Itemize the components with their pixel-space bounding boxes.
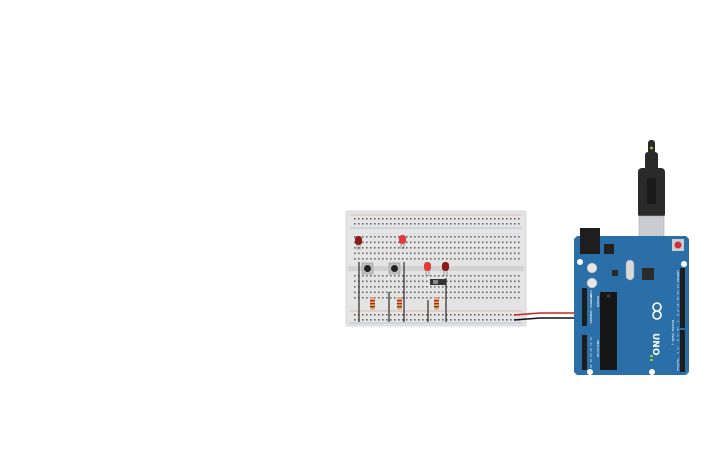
pin-label: ~9 bbox=[676, 308, 680, 312]
arduino-logo-icon bbox=[652, 302, 662, 320]
resistor-1[interactable] bbox=[370, 297, 375, 310]
digital-header-low[interactable] bbox=[680, 330, 685, 372]
pin-label: 4 bbox=[676, 339, 680, 341]
pin-label: 8 bbox=[676, 314, 680, 316]
pin-label: ~13 bbox=[676, 283, 680, 289]
push-button-2[interactable] bbox=[388, 262, 401, 275]
pin-label: GND bbox=[676, 276, 680, 282]
led-1[interactable] bbox=[355, 236, 362, 250]
led-3[interactable] bbox=[424, 262, 431, 276]
usb-cable[interactable] bbox=[638, 140, 665, 251]
push-button-1[interactable] bbox=[361, 262, 374, 275]
arduino-uno-board[interactable]: UNO POWER ANALOG IN DIGITAL (PWM~) IOREF… bbox=[574, 228, 689, 375]
pin-label: GND bbox=[589, 315, 593, 321]
resistor-2[interactable] bbox=[397, 297, 402, 310]
breadboard[interactable] bbox=[345, 210, 527, 327]
pin-label: 2 bbox=[676, 352, 680, 354]
pin-label: GND bbox=[589, 310, 593, 316]
pin-label: IOREF bbox=[589, 290, 593, 298]
pin-label: Vin bbox=[589, 320, 593, 324]
breadboard-holes bbox=[354, 218, 520, 321]
pin-label: TX▸1 bbox=[676, 358, 680, 365]
pin-label: RX◂0 bbox=[676, 365, 680, 372]
led-2[interactable] bbox=[399, 235, 406, 249]
pin-label: A5 bbox=[589, 365, 593, 369]
pin-label: A4 bbox=[589, 359, 593, 363]
pin-label: ~11 bbox=[676, 295, 680, 301]
pin-label: A3 bbox=[589, 354, 593, 358]
pin-label: A0 bbox=[589, 337, 593, 341]
power-header[interactable] bbox=[582, 288, 587, 326]
pin-label: ~5 bbox=[676, 333, 680, 337]
resistor-3[interactable] bbox=[434, 297, 439, 310]
analog-header[interactable] bbox=[582, 335, 587, 370]
pin-label: ~12 bbox=[676, 289, 680, 295]
pin-label: A1 bbox=[589, 343, 593, 347]
jumper-wires bbox=[358, 262, 447, 322]
pin-label: ~6 bbox=[676, 327, 680, 331]
power-wires[interactable] bbox=[513, 312, 580, 321]
led-4[interactable] bbox=[442, 262, 449, 276]
power-group-label: POWER bbox=[596, 296, 600, 307]
board-logo-text: UNO bbox=[650, 333, 660, 356]
digital-header-high[interactable] bbox=[680, 268, 685, 328]
slide-switch[interactable] bbox=[430, 279, 446, 285]
pin-label: ~3 bbox=[676, 346, 680, 350]
pin-label: AREF bbox=[676, 270, 680, 277]
analog-group-label: ANALOG IN bbox=[596, 340, 600, 357]
pin-label: 5V bbox=[589, 305, 593, 309]
pin-label: 7 bbox=[676, 320, 680, 322]
pin-label: A2 bbox=[589, 348, 593, 352]
pin-label: 3.3V bbox=[589, 300, 593, 306]
pin-label: RESET bbox=[589, 295, 593, 304]
pin-label: ~10 bbox=[676, 302, 680, 308]
digital-group-label: DIGITAL (PWM~) bbox=[671, 320, 675, 345]
